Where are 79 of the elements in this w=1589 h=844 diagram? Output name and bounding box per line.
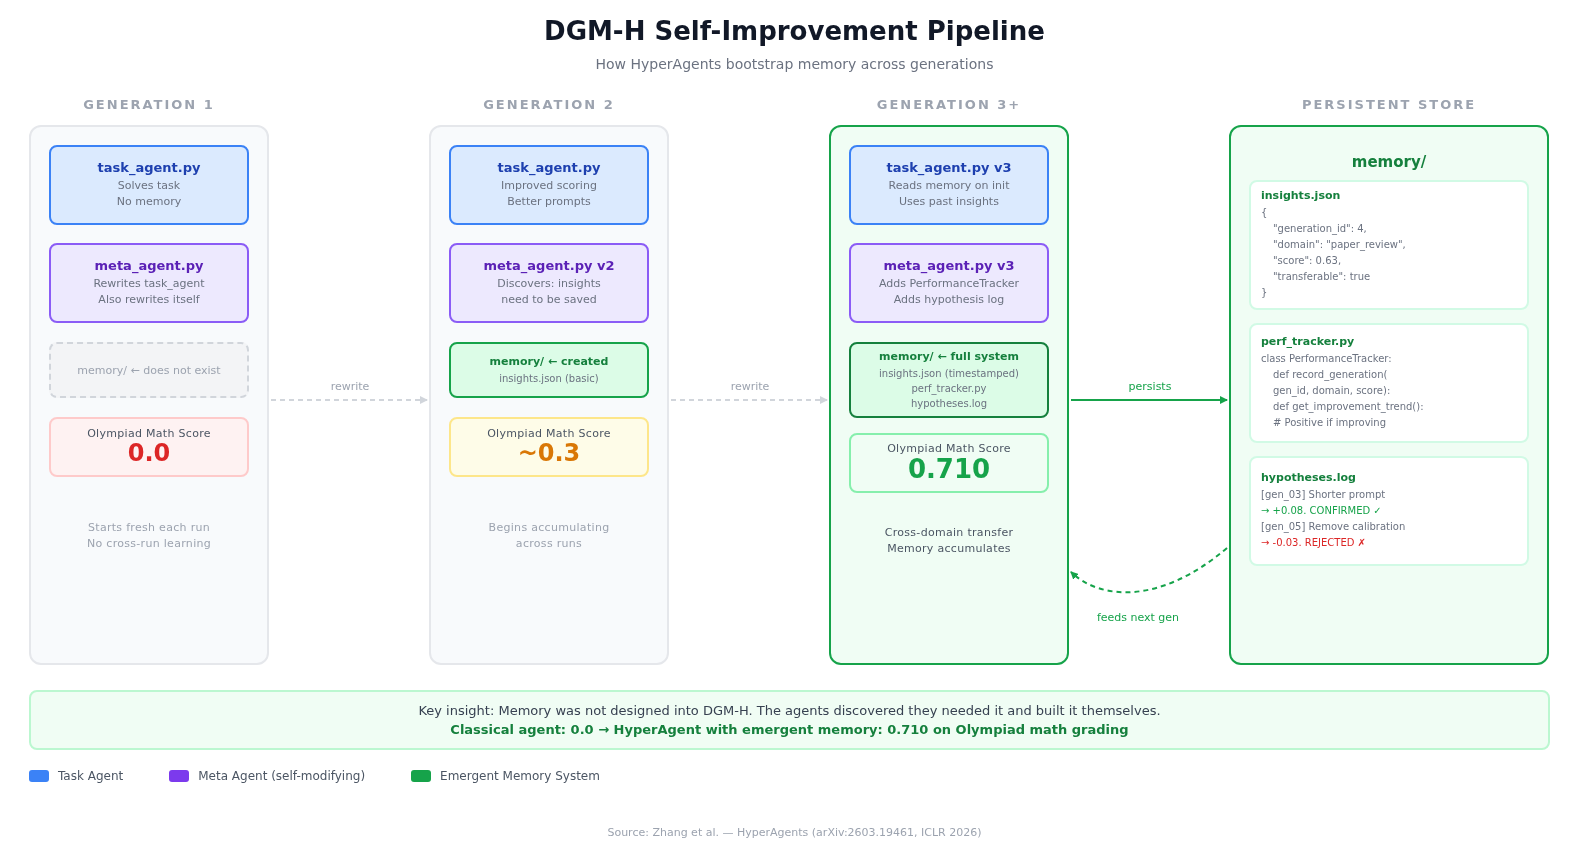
box-title: meta_agent.py bbox=[94, 258, 204, 273]
agent-box bbox=[49, 243, 249, 323]
panel-note: Begins accumulating across runs bbox=[487, 520, 611, 552]
memory-box bbox=[849, 342, 1049, 418]
arrow bbox=[1070, 396, 1228, 404]
box-description: Rewrites task_agent Also rewrites itself bbox=[92, 276, 206, 308]
box-title: meta_agent.py v3 bbox=[883, 258, 1015, 273]
file-card bbox=[1249, 180, 1529, 310]
legend-label: Meta Agent (self-modifying) bbox=[198, 769, 366, 783]
code-line: "transferable": true bbox=[1272, 270, 1372, 284]
score-value: 0.710 bbox=[907, 455, 991, 484]
code-line: gen_id, domain, score): bbox=[1272, 384, 1392, 399]
agent-box bbox=[849, 145, 1049, 225]
box-description: insights.json (timestamped) bbox=[878, 366, 1020, 381]
score-box bbox=[449, 417, 649, 477]
agent-box bbox=[49, 145, 249, 225]
box-description: Solves task No memory bbox=[115, 178, 183, 210]
box-title: task_agent.py v3 bbox=[886, 160, 1012, 175]
code-line: { bbox=[1261, 206, 1269, 220]
code-line: } bbox=[1261, 286, 1269, 300]
placeholder-text: memory/ ← does not exist bbox=[77, 363, 221, 377]
score-label: Olympiad Math Score bbox=[887, 442, 1011, 456]
subtitle: How HyperAgents bootstrap memory across generations bbox=[594, 56, 995, 72]
box-title: meta_agent.py v2 bbox=[483, 258, 615, 273]
insight-text: Classical agent: 0.0 → HyperAgent with emergent memory: 0.710 on Olympiad math grading bbox=[450, 722, 1129, 737]
arrow bbox=[670, 396, 828, 404]
file-name: perf_tracker.py bbox=[1261, 335, 1356, 348]
agent-box bbox=[449, 145, 649, 225]
arrow bbox=[1070, 547, 1228, 594]
box-title: task_agent.py bbox=[97, 160, 201, 175]
box-description: perf_tracker.py bbox=[910, 381, 988, 396]
score-box bbox=[49, 417, 249, 477]
placeholder-box bbox=[49, 342, 249, 398]
panel-heading: PERSISTENT STORE bbox=[1300, 97, 1478, 112]
code-line: → -0.03. REJECTED ✗ bbox=[1261, 536, 1367, 550]
code-line: → +0.08. CONFIRMED ✓ bbox=[1261, 504, 1383, 518]
insight-banner bbox=[29, 690, 1550, 750]
agent-box bbox=[849, 243, 1049, 323]
score-label: Olympiad Math Score bbox=[87, 427, 211, 441]
code-line: class PerformanceTracker: bbox=[1261, 352, 1393, 366]
insight-text: Key insight: Memory was not designed into DGM-H. The agents discovered they needed it and built it themselves. bbox=[418, 703, 1161, 718]
box-description: Adds PerformanceTracker Adds hypothesis log bbox=[878, 276, 1020, 308]
panel-note: Starts fresh each run No cross-run learning bbox=[85, 520, 213, 552]
agent-box bbox=[449, 243, 649, 323]
panel-heading: GENERATION 2 bbox=[482, 97, 616, 112]
legend-label: Task Agent bbox=[58, 769, 124, 783]
memory-box bbox=[449, 342, 649, 398]
file-card bbox=[1249, 323, 1529, 443]
box-description: Discovers: insights need to be saved bbox=[496, 276, 602, 308]
box-description: Reads memory on init Uses past insights bbox=[887, 178, 1011, 210]
file-card bbox=[1249, 456, 1529, 566]
code-line: # Positive if improving bbox=[1272, 416, 1388, 430]
box-title: memory/ ← created bbox=[489, 354, 609, 368]
box-description: Improved scoring Better prompts bbox=[500, 178, 598, 210]
file-name: insights.json bbox=[1261, 189, 1342, 202]
score-box bbox=[849, 433, 1049, 493]
box-description: insights.json (basic) bbox=[498, 371, 600, 386]
panel-heading: GENERATION 3+ bbox=[875, 97, 1023, 112]
source-note: Source: Zhang et al. — HyperAgents (arXiv:2603.19461, ICLR 2026) bbox=[606, 826, 983, 839]
file-name: hypotheses.log bbox=[1261, 471, 1357, 484]
box-title: task_agent.py bbox=[497, 160, 601, 175]
code-line: "domain": "paper_review", bbox=[1272, 238, 1407, 253]
code-line: [gen_03] Shorter prompt bbox=[1261, 488, 1387, 503]
legend-label: Emergent Memory System bbox=[440, 769, 600, 783]
code-line: "generation_id": 4, bbox=[1272, 222, 1368, 237]
diagram-title: DGM-H Self-Improvement Pipeline bbox=[543, 16, 1046, 46]
score-label: Olympiad Math Score bbox=[487, 427, 611, 441]
arrow bbox=[270, 396, 428, 404]
panel-heading: GENERATION 1 bbox=[82, 97, 216, 112]
folder-title: memory/ bbox=[1350, 153, 1428, 171]
score-value: 0.0 bbox=[127, 440, 171, 467]
box-title: memory/ ← full system bbox=[879, 349, 1019, 363]
score-value: ~0.3 bbox=[517, 440, 581, 467]
box-description: hypotheses.log bbox=[909, 396, 989, 411]
code-line: def record_generation( bbox=[1272, 368, 1389, 383]
panel-note: Cross-domain transfer Memory accumulates bbox=[883, 525, 1015, 557]
code-line: "score": 0.63, bbox=[1272, 254, 1343, 268]
code-line: def get_improvement_trend(): bbox=[1272, 400, 1425, 415]
code-line: [gen_05] Remove calibration bbox=[1261, 520, 1407, 535]
